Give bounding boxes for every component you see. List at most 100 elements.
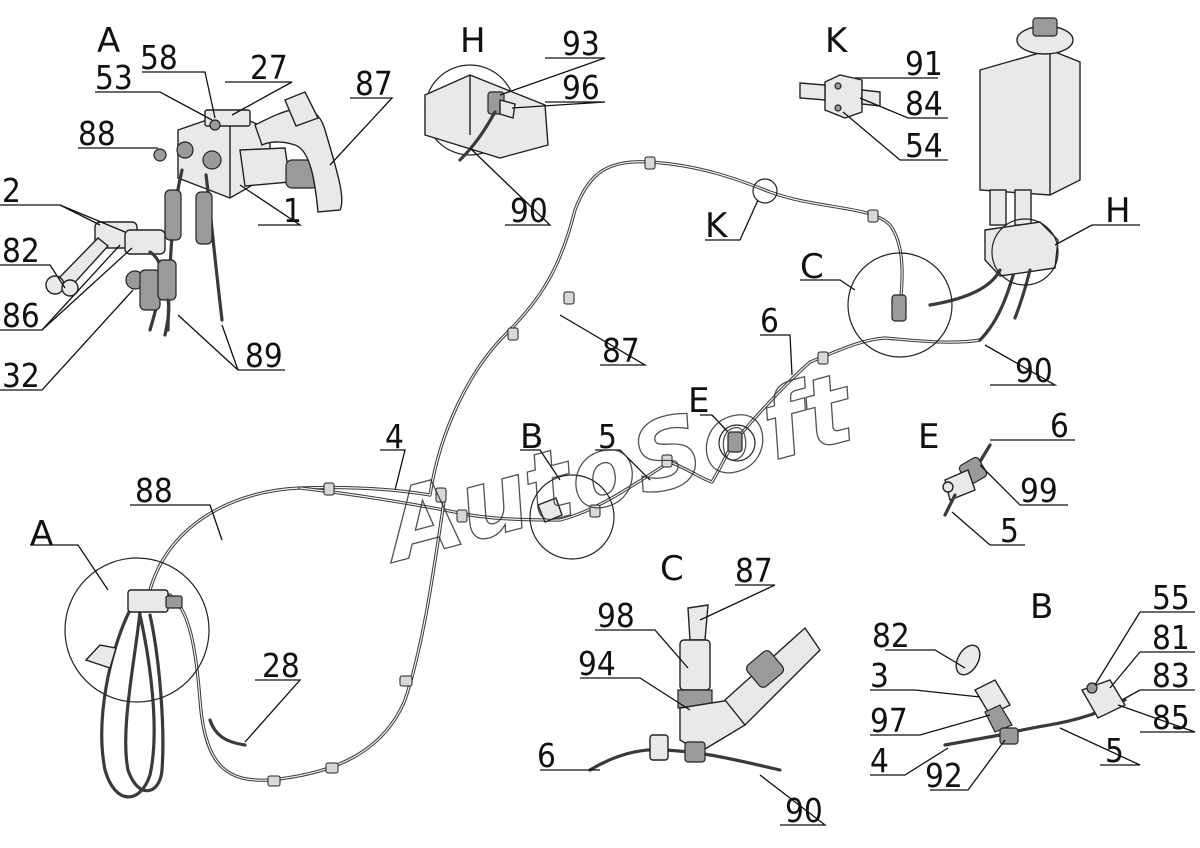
- detail-b: [943, 644, 1127, 747]
- label-83-detail-b: 83: [1152, 656, 1190, 695]
- valve-block-small: [127, 589, 169, 613]
- view-label-b-detail: B: [1030, 587, 1053, 627]
- view-label-e-detail: E: [918, 417, 939, 457]
- watermark: AutoSoft: [367, 351, 867, 585]
- pump-block-h: [424, 74, 549, 159]
- valve-handle-small: [165, 595, 183, 609]
- fitting-c: [891, 294, 907, 322]
- label-85-detail-b: 85: [1152, 698, 1190, 737]
- label-88-detail-a: 88: [78, 114, 116, 153]
- hose-clip: [644, 156, 656, 170]
- view-label-a-detail: A: [97, 21, 120, 61]
- label-1-detail-a: 1: [283, 191, 302, 230]
- view-label-c-detail: C: [660, 549, 684, 589]
- detail-e: [942, 443, 992, 517]
- label-82-detail-a: 82: [2, 231, 40, 270]
- view-label-k-detail: K: [825, 21, 849, 61]
- label-2-detail-a: 2: [2, 171, 21, 210]
- label-58-detail-a: 58: [140, 38, 178, 77]
- label-94-detail-c: 94: [578, 644, 616, 683]
- label-54-detail-k: 54: [905, 126, 943, 165]
- hose-clip: [661, 454, 673, 468]
- label-5-main: 5: [598, 417, 617, 456]
- label-4-main: 4: [385, 417, 404, 456]
- label-81-detail-b: 81: [1152, 618, 1190, 657]
- hose-4-b: [943, 733, 1002, 747]
- fitting-e: [727, 431, 743, 453]
- label-6-detail-e: 6: [1050, 406, 1069, 445]
- fitting-b: [537, 497, 563, 523]
- solenoid: [239, 147, 291, 187]
- hose-clip: [399, 675, 413, 687]
- label-92-detail-b: 92: [925, 756, 963, 795]
- hose-clip: [456, 509, 468, 523]
- hose-clip: [867, 209, 879, 223]
- label-82-detail-b: 82: [872, 616, 910, 655]
- label-6-main: 6: [760, 301, 779, 340]
- label-27-detail-a: 27: [250, 48, 288, 87]
- hose-clip: [435, 487, 447, 503]
- view-label-k-main: K: [705, 206, 729, 246]
- label-91-detail-k: 91: [905, 44, 943, 83]
- label-87-main: 87: [602, 331, 640, 370]
- label-6-detail-c: 6: [537, 736, 556, 775]
- hose-clip: [817, 351, 829, 365]
- callout-circle-k: [752, 178, 778, 204]
- label-4-detail-b: 4: [870, 741, 889, 780]
- label-87-detail-a: 87: [355, 64, 393, 103]
- label-3-detail-b: 3: [870, 656, 889, 695]
- label-90-detail-h: 90: [510, 191, 548, 230]
- callout-circle-h: [991, 218, 1059, 286]
- callout-circle-e: [718, 424, 756, 462]
- label-98-detail-c: 98: [597, 596, 635, 635]
- hose-clip: [325, 762, 339, 774]
- fitting-98: [679, 639, 711, 691]
- hose-clip: [267, 775, 281, 787]
- view-label-a-main: A: [30, 514, 53, 554]
- view-label-h-main: H: [1105, 191, 1131, 231]
- label-5-detail-e: 5: [1000, 511, 1019, 550]
- hose-clip: [589, 504, 601, 518]
- clamp-k: [824, 74, 863, 119]
- label-28-main: 28: [262, 646, 300, 685]
- hose-clip: [563, 291, 575, 305]
- hose-clip: [323, 482, 335, 496]
- main-hose-network: [84, 156, 1022, 799]
- callout-circle-b: [529, 474, 615, 560]
- view-label-h-detail: H: [460, 21, 486, 61]
- hose-89-loop-1: [100, 608, 156, 799]
- label-88-main: 88: [135, 471, 173, 510]
- label-96-detail-h: 96: [562, 68, 600, 107]
- hydraulic-tank: [928, 17, 1081, 320]
- label-55-detail-b: 55: [1152, 578, 1190, 617]
- label-90-detail-c: 90: [785, 791, 823, 830]
- detail-k: [799, 74, 881, 119]
- view-label-c-main: C: [800, 247, 824, 287]
- label-32-detail-a: 32: [2, 356, 40, 395]
- label-99-detail-e: 99: [1020, 471, 1058, 510]
- detail-c: [588, 604, 821, 772]
- label-90-main: 90: [1015, 351, 1053, 390]
- view-label-b-main: B: [520, 417, 543, 457]
- hose-90-h: [458, 110, 497, 162]
- view-label-e-main: E: [688, 381, 709, 421]
- hose-87-c: [687, 604, 709, 641]
- hose-28: [208, 718, 247, 747]
- hose-89-loop-2: [124, 610, 165, 793]
- label-86-detail-a: 86: [2, 296, 40, 335]
- label-87-detail-c: 87: [735, 551, 773, 590]
- label-89-detail-a: 89: [245, 336, 283, 375]
- fitting-92: [999, 727, 1019, 745]
- callout-circle-a: [64, 557, 210, 703]
- label-53-detail-a: 53: [95, 58, 133, 97]
- label-97-detail-b: 97: [870, 701, 908, 740]
- label-93-detail-h: 93: [562, 24, 600, 63]
- cap-82: [955, 644, 981, 676]
- callout-circle-c: [847, 252, 953, 358]
- label-5-detail-b: 5: [1105, 731, 1124, 770]
- detail-h: [424, 64, 549, 162]
- lever-small: [84, 644, 117, 669]
- elbow-94: [679, 699, 746, 753]
- detail-a: [45, 91, 343, 337]
